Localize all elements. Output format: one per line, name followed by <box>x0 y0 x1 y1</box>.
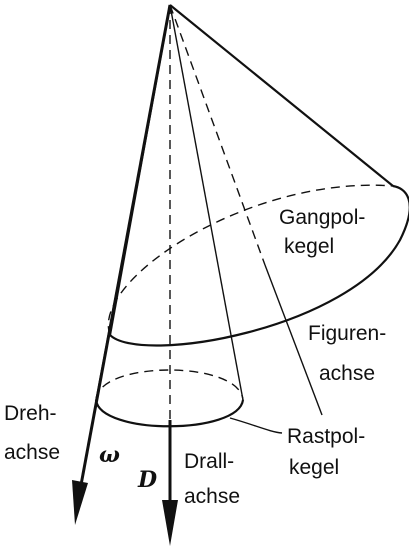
figure-axis-dashed <box>169 4 266 266</box>
gangpol-ellipse-back <box>107 184 394 336</box>
drall-axis-label-line2: achse <box>184 485 240 508</box>
rotation-axis-arrowhead <box>72 480 88 525</box>
rastpol-ellipse-back <box>95 369 244 401</box>
rotation-axis-line <box>79 4 172 486</box>
rastpol-label-line1: Rastpol- <box>287 425 365 448</box>
drall-axis-arrowhead <box>162 500 178 546</box>
rastpol-cone-outline-right <box>169 4 244 401</box>
gangpol-cone-outline-right <box>169 4 394 187</box>
figure-axis-label-line1: Figuren- <box>308 322 386 345</box>
rastpol-leader-line <box>229 417 283 434</box>
gangpol-ellipse-front <box>109 184 409 347</box>
figure-axis-solid <box>264 264 323 416</box>
figure-axis-label-line2: achse <box>319 362 375 385</box>
gangpol-label-line2: kegel <box>284 235 334 258</box>
drall-symbol: D <box>137 467 157 493</box>
omega-symbol: ω <box>99 442 120 468</box>
rotation-axis-label-line1: Dreh- <box>4 402 57 425</box>
drall-axis-label-line1: Drall- <box>184 450 234 473</box>
gangpol-label-line1: Gangpol- <box>279 206 365 229</box>
rotation-axis-label-line2: achse <box>4 441 60 464</box>
gangpol-cone <box>107 4 409 347</box>
rastpol-label-line2: kegel <box>289 456 339 479</box>
